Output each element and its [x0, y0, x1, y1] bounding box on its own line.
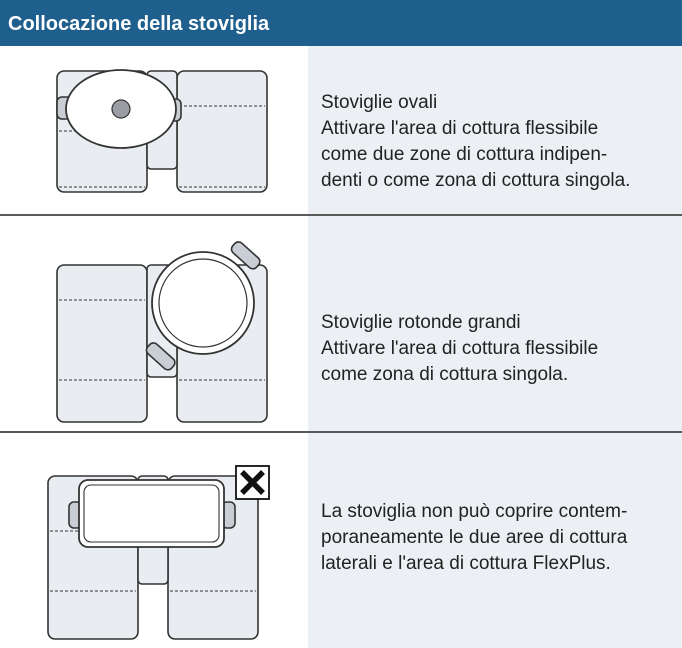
line: Stoviglie ovali — [321, 92, 438, 113]
line: come due zone di cottura indipen- — [321, 144, 608, 165]
row-text-cell: La stoviglia non può coprire contem- por… — [308, 433, 682, 648]
line: Attivare l'area di cottura flessibile — [321, 338, 599, 359]
line: come zona di cottura singola. — [321, 364, 569, 385]
cross-mark-icon — [235, 465, 270, 500]
oval-pot-illustration — [0, 46, 308, 214]
row-text-cell: Stoviglie rotonde grandi Attivare l'area… — [308, 216, 682, 431]
line: La stoviglia non può coprire contem- — [321, 501, 628, 522]
row-description: La stoviglia non può coprire contem- por… — [321, 499, 627, 577]
section-header: Collocazione della stoviglia — [0, 0, 682, 46]
placement-row-round: Stoviglie rotonde grandi Attivare l'area… — [0, 216, 682, 431]
line: Stoviglie rotonde grandi — [321, 312, 521, 333]
rectangular-pan-illustration — [0, 433, 308, 648]
line: denti o come zona di cottura singola. — [321, 170, 631, 191]
section-title: Collocazione della stoviglia — [8, 13, 270, 35]
line: laterali e l'area di cottura FlexPlus. — [321, 553, 611, 574]
line: Attivare l'area di cottura flessibile — [321, 118, 599, 139]
placement-row-oval: Stoviglie ovali Attivare l'area di cottu… — [0, 46, 682, 214]
row-description: Stoviglie ovali Attivare l'area di cottu… — [321, 90, 630, 194]
round-pot-illustration — [0, 216, 308, 431]
row-divider — [0, 214, 682, 216]
row-description: Stoviglie rotonde grandi Attivare l'area… — [321, 310, 598, 388]
row-text-cell: Stoviglie ovali Attivare l'area di cottu… — [308, 46, 682, 214]
row-divider — [0, 431, 682, 433]
placement-row-rectangular: La stoviglia non può coprire contem- por… — [0, 433, 682, 648]
line: poraneamente le due aree di cottura — [321, 527, 628, 548]
